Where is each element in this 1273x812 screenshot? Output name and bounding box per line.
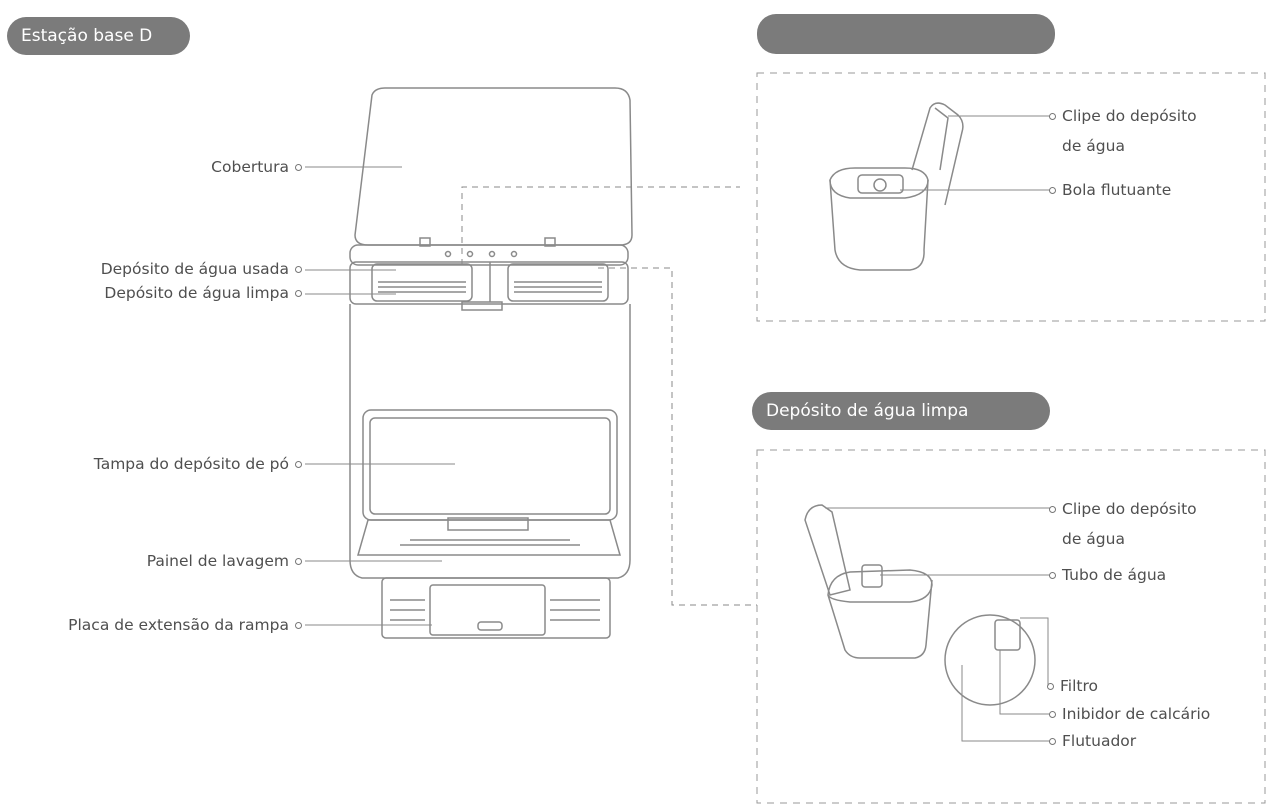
tank-frame	[349, 261, 629, 305]
label-floater-text: Flutuador	[1062, 732, 1137, 750]
label-dot	[1049, 506, 1056, 513]
label-dirty-tank-text: Depósito de água usada	[100, 260, 289, 278]
label-dirty-clip-line1: Clipe do depósito	[1062, 107, 1197, 125]
label-cover-text: Cobertura	[211, 158, 289, 176]
label-dirty-tank: Depósito de água usada	[20, 258, 308, 280]
dirty-tank-frame	[756, 72, 1266, 322]
clean-tank-frame	[756, 449, 1266, 804]
label-ramp: Placa de extensão da rampa	[10, 614, 308, 636]
label-water-tube-text: Tubo de água	[1062, 566, 1167, 584]
ramp-base-shape	[381, 577, 611, 639]
label-dot	[295, 266, 302, 273]
connector-lines	[461, 186, 757, 606]
dust-lid-shape	[362, 409, 618, 521]
wash-tray-shape	[357, 519, 621, 556]
label-filter-text: Filtro	[1060, 677, 1098, 695]
base-leader-lines	[305, 166, 455, 626]
label-filter: Filtro	[1041, 675, 1261, 697]
label-clean-clip-line2: de água	[1062, 530, 1125, 548]
label-dot	[1049, 572, 1056, 579]
top-rim	[349, 244, 629, 266]
label-dot	[295, 558, 302, 565]
label-dot	[295, 164, 302, 171]
label-float-ball-text: Bola flutuante	[1062, 181, 1172, 199]
label-dirty-clip: Clipe do depósito de água	[1043, 101, 1263, 161]
label-ramp-text: Placa de extensão da rampa	[68, 616, 289, 634]
label-dust-lid-text: Tampa do depósito de pó	[93, 455, 289, 473]
label-dot	[295, 461, 302, 468]
label-clean-tank: Depósito de água limpa	[20, 282, 308, 304]
label-dot	[295, 290, 302, 297]
label-dot	[1049, 113, 1056, 120]
clean-tank-shape	[507, 263, 609, 302]
label-floater: Flutuador	[1043, 730, 1263, 752]
label-scale-inhibitor: Inibidor de calcário	[1043, 703, 1269, 725]
label-water-tube: Tubo de água	[1043, 564, 1263, 586]
label-float-ball: Bola flutuante	[1043, 179, 1263, 201]
section-title-base: Estação base D	[7, 17, 190, 55]
label-clean-clip: Clipe do depósito de água	[1043, 494, 1263, 554]
label-dot	[1049, 738, 1056, 745]
section-title-dirty-tank	[757, 14, 1055, 54]
label-clean-tank-text: Depósito de água limpa	[104, 284, 289, 302]
label-cover: Cobertura	[120, 156, 308, 178]
dirty-tank-leaders	[900, 115, 1050, 191]
label-clean-clip-line1: Clipe do depósito	[1062, 500, 1197, 518]
label-wash-board-text: Painel de lavagem	[146, 552, 289, 570]
label-dot	[1049, 711, 1056, 718]
dirty-tank-shape	[371, 263, 473, 302]
label-dot	[1047, 683, 1054, 690]
label-dirty-clip-line2: de água	[1062, 137, 1125, 155]
label-dot	[295, 622, 302, 629]
station-body	[349, 304, 631, 579]
label-dot	[1049, 187, 1056, 194]
clean-tank-illustration	[804, 504, 1036, 706]
dirty-tank-illustration	[829, 102, 964, 271]
section-title-clean-tank: Depósito de água limpa	[752, 392, 1050, 430]
label-dust-lid: Tampa do depósito de pó	[20, 453, 308, 475]
lid-shape	[354, 87, 633, 246]
label-scale-inhibitor-text: Inibidor de calcário	[1062, 705, 1211, 723]
label-wash-board: Painel de lavagem	[20, 550, 308, 572]
clean-tank-leaders	[825, 507, 1050, 742]
base-station-illustration	[349, 87, 633, 639]
dashed-frames	[756, 72, 1266, 804]
